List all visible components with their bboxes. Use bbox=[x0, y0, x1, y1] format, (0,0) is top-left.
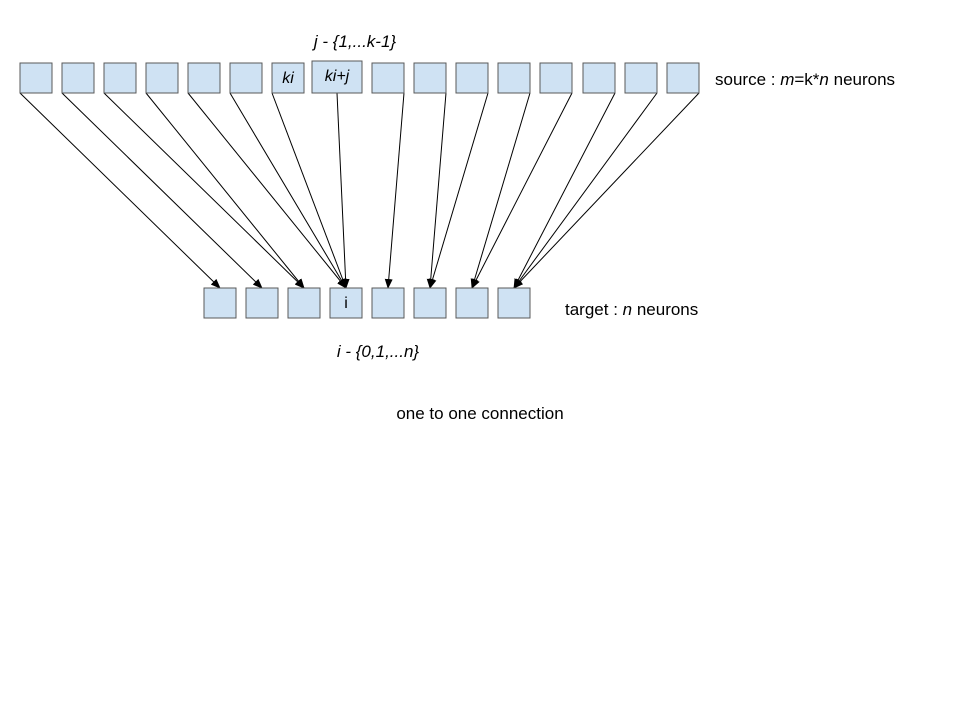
target-neuron-box bbox=[497, 287, 531, 319]
connection-arrow bbox=[513, 92, 658, 289]
connection-arrow bbox=[336, 92, 350, 289]
target-neuron-box bbox=[287, 287, 321, 319]
source-neuron-box bbox=[413, 62, 447, 94]
source-neuron bbox=[371, 62, 405, 94]
target-neuron bbox=[497, 287, 531, 319]
connection-arrow bbox=[426, 92, 447, 289]
target-neuron-box bbox=[245, 287, 279, 319]
source-neuron-label: ki bbox=[282, 70, 294, 87]
target-description: target : n neurons bbox=[565, 300, 698, 319]
source-index-range-label: j - {1,...k-1} bbox=[312, 32, 397, 51]
source-neuron bbox=[187, 62, 221, 94]
connection-arrow bbox=[470, 92, 531, 289]
source-neuron-label: ki+j bbox=[325, 68, 350, 85]
target-description-suffix: neurons bbox=[632, 300, 698, 319]
connection-arrow bbox=[61, 92, 263, 289]
source-description: source : m=k*n neurons bbox=[715, 70, 895, 89]
source-neuron-box bbox=[19, 62, 53, 94]
connection-arrow bbox=[384, 92, 405, 289]
source-neuron-box bbox=[455, 62, 489, 94]
target-description-prefix: target : bbox=[565, 300, 623, 319]
source-neuron-box bbox=[187, 62, 221, 94]
source-neuron bbox=[145, 62, 179, 94]
source-neuron bbox=[539, 62, 573, 94]
connection-arrow bbox=[187, 92, 347, 289]
target-neuron bbox=[413, 287, 447, 319]
source-neuron-box bbox=[271, 62, 305, 94]
target-neuron bbox=[287, 287, 321, 319]
connection-arrow bbox=[19, 92, 221, 289]
source-neuron-box bbox=[311, 60, 363, 94]
source-neuron: ki bbox=[271, 62, 305, 94]
source-neuron-box bbox=[582, 62, 616, 94]
source-neuron-box bbox=[539, 62, 573, 94]
source-neuron-box bbox=[145, 62, 179, 94]
source-formula-mid: =k* bbox=[794, 70, 819, 89]
connections bbox=[19, 92, 700, 289]
source-layer: ki ki+j bbox=[19, 60, 700, 94]
connection-arrow bbox=[103, 92, 305, 289]
source-description-prefix: source : bbox=[715, 70, 780, 89]
connection-arrow bbox=[471, 92, 573, 289]
connection-arrow bbox=[513, 92, 616, 289]
target-neuron bbox=[203, 287, 237, 319]
source-neuron bbox=[666, 62, 700, 94]
target-index-range-label: i - {0,1,...n} bbox=[337, 342, 420, 361]
target-neuron-label: i bbox=[344, 295, 348, 312]
source-neuron: ki+j bbox=[311, 60, 363, 94]
source-neuron-box bbox=[666, 62, 700, 94]
source-neuron-box bbox=[229, 62, 263, 94]
source-neuron bbox=[413, 62, 447, 94]
target-neuron bbox=[371, 287, 405, 319]
target-neuron bbox=[245, 287, 279, 319]
target-neuron-box bbox=[203, 287, 237, 319]
source-neuron bbox=[582, 62, 616, 94]
target-neuron bbox=[455, 287, 489, 319]
source-formula-n: n bbox=[819, 70, 828, 89]
source-neuron bbox=[229, 62, 263, 94]
target-neuron-box bbox=[371, 287, 405, 319]
diagram-caption: one to one connection bbox=[396, 404, 563, 423]
connection-arrow bbox=[145, 92, 305, 289]
source-neuron bbox=[61, 62, 95, 94]
source-neuron bbox=[103, 62, 137, 94]
connection-arrow bbox=[229, 92, 347, 289]
source-neuron-box bbox=[624, 62, 658, 94]
source-neuron-box bbox=[371, 62, 405, 94]
connection-arrow bbox=[513, 92, 700, 289]
source-neuron bbox=[455, 62, 489, 94]
target-formula-n: n bbox=[623, 300, 632, 319]
source-neuron-box bbox=[61, 62, 95, 94]
target-neuron-box bbox=[455, 287, 489, 319]
target-neuron-box bbox=[413, 287, 447, 319]
connection-arrow bbox=[271, 92, 347, 289]
source-description-suffix: neurons bbox=[829, 70, 895, 89]
source-neuron-box bbox=[497, 62, 531, 94]
target-neuron: i bbox=[329, 287, 363, 319]
source-neuron-box bbox=[103, 62, 137, 94]
target-layer: i bbox=[203, 287, 531, 319]
source-neuron bbox=[497, 62, 531, 94]
source-formula-m: m bbox=[780, 70, 794, 89]
source-neuron bbox=[624, 62, 658, 94]
target-neuron-box bbox=[329, 287, 363, 319]
connection-arrow bbox=[428, 92, 489, 289]
source-neuron bbox=[19, 62, 53, 94]
